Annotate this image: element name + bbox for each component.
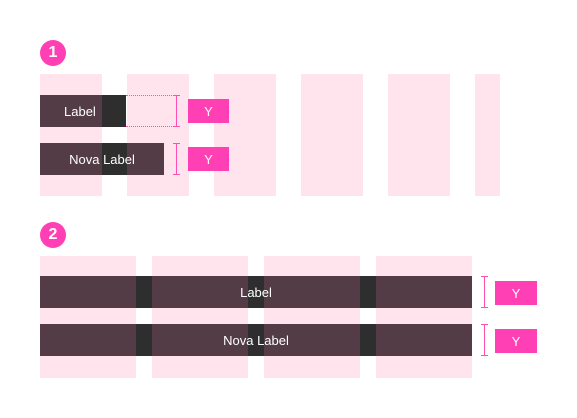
measure-cap [481,355,488,356]
gutter-overlap [136,324,152,356]
y-tag: Y [495,281,537,305]
nova-label-bar: Nova Label [40,324,472,356]
measure-line [176,95,177,127]
gutter-overlap [360,324,376,356]
grid-column [388,74,450,196]
measure-cap [173,126,180,127]
section-2-badge: 2 [40,222,66,248]
label-bar-text: Label [64,103,96,119]
gutter-overlap [136,276,152,308]
grid-column [40,74,102,196]
label-bar: Label [40,95,126,127]
overlap-area [102,95,126,127]
grid-column [264,256,360,378]
measure-line [484,324,485,356]
measure-cap [481,307,488,308]
grid-column [475,74,500,196]
measure-line [176,143,177,175]
grid-column [301,74,363,196]
grid-column [40,256,136,378]
y-tag: Y [188,147,229,171]
measure-line [484,276,485,308]
gutter-overlap [248,324,264,356]
label-bar-text: Label [240,284,272,300]
nova-label-bar-text: Nova Label [69,151,135,167]
measure-cap [173,174,180,175]
grid-column [214,74,276,196]
section-1-badge: 1 [40,40,66,66]
grid-column [127,74,189,196]
gutter-overlap [360,276,376,308]
gutter-overlap [248,276,264,308]
y-tag: Y [495,329,537,353]
y-tag: Y [188,99,229,123]
label-bar: Label [40,276,472,308]
dotted-guide [126,126,180,127]
grid-column [376,256,472,378]
overlap-area [102,143,127,175]
grid-column [152,256,248,378]
nova-label-bar-text: Nova Label [223,332,289,348]
nova-label-bar: Nova Label [40,143,164,175]
dotted-guide [126,95,180,96]
